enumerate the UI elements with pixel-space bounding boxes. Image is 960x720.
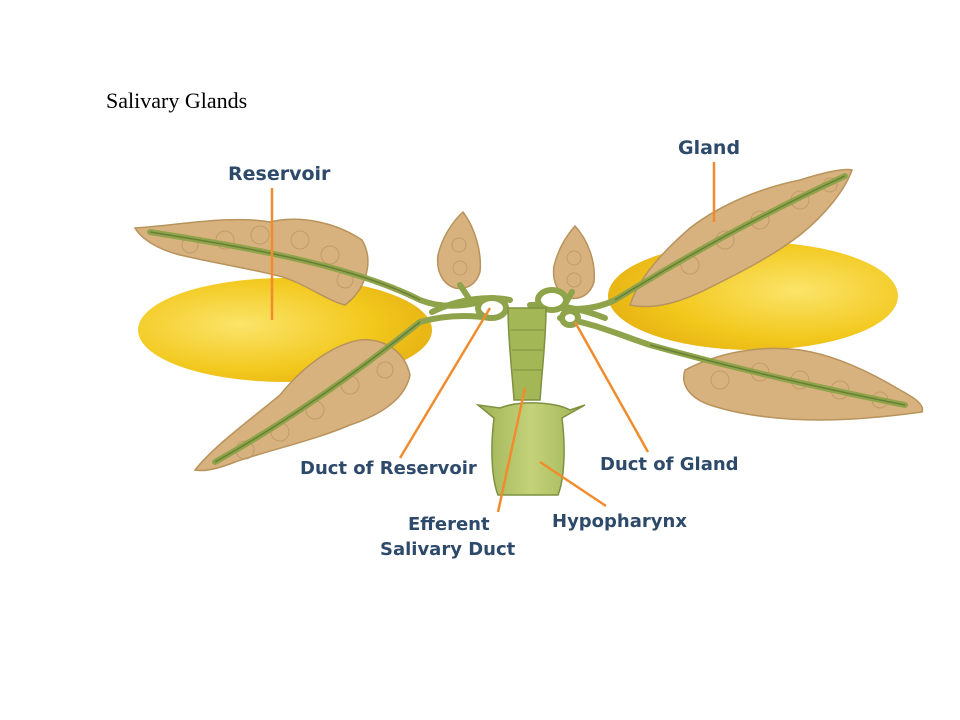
label-duct-of-gland: Duct of Gland [600, 454, 739, 475]
label-duct-of-reservoir: Duct of Reservoir [300, 458, 477, 479]
label-gland: Gland [678, 137, 740, 159]
pointer-lines [270, 162, 716, 513]
label-salivary-duct: Salivary Duct [380, 539, 516, 560]
slide-title: Salivary Glands [106, 88, 248, 113]
duct-centerlines [149, 175, 906, 463]
gland-small-left [436, 210, 482, 290]
label-efferent: Efferent [408, 514, 490, 535]
hypopharynx-shape [475, 402, 586, 496]
label-reservoir: Reservoir [228, 163, 331, 185]
label-hypopharynx: Hypopharynx [552, 511, 687, 532]
efferent-rings [511, 329, 544, 371]
gland-small-right [552, 224, 596, 300]
duct-loops [475, 287, 581, 328]
efferent-duct [507, 307, 547, 401]
